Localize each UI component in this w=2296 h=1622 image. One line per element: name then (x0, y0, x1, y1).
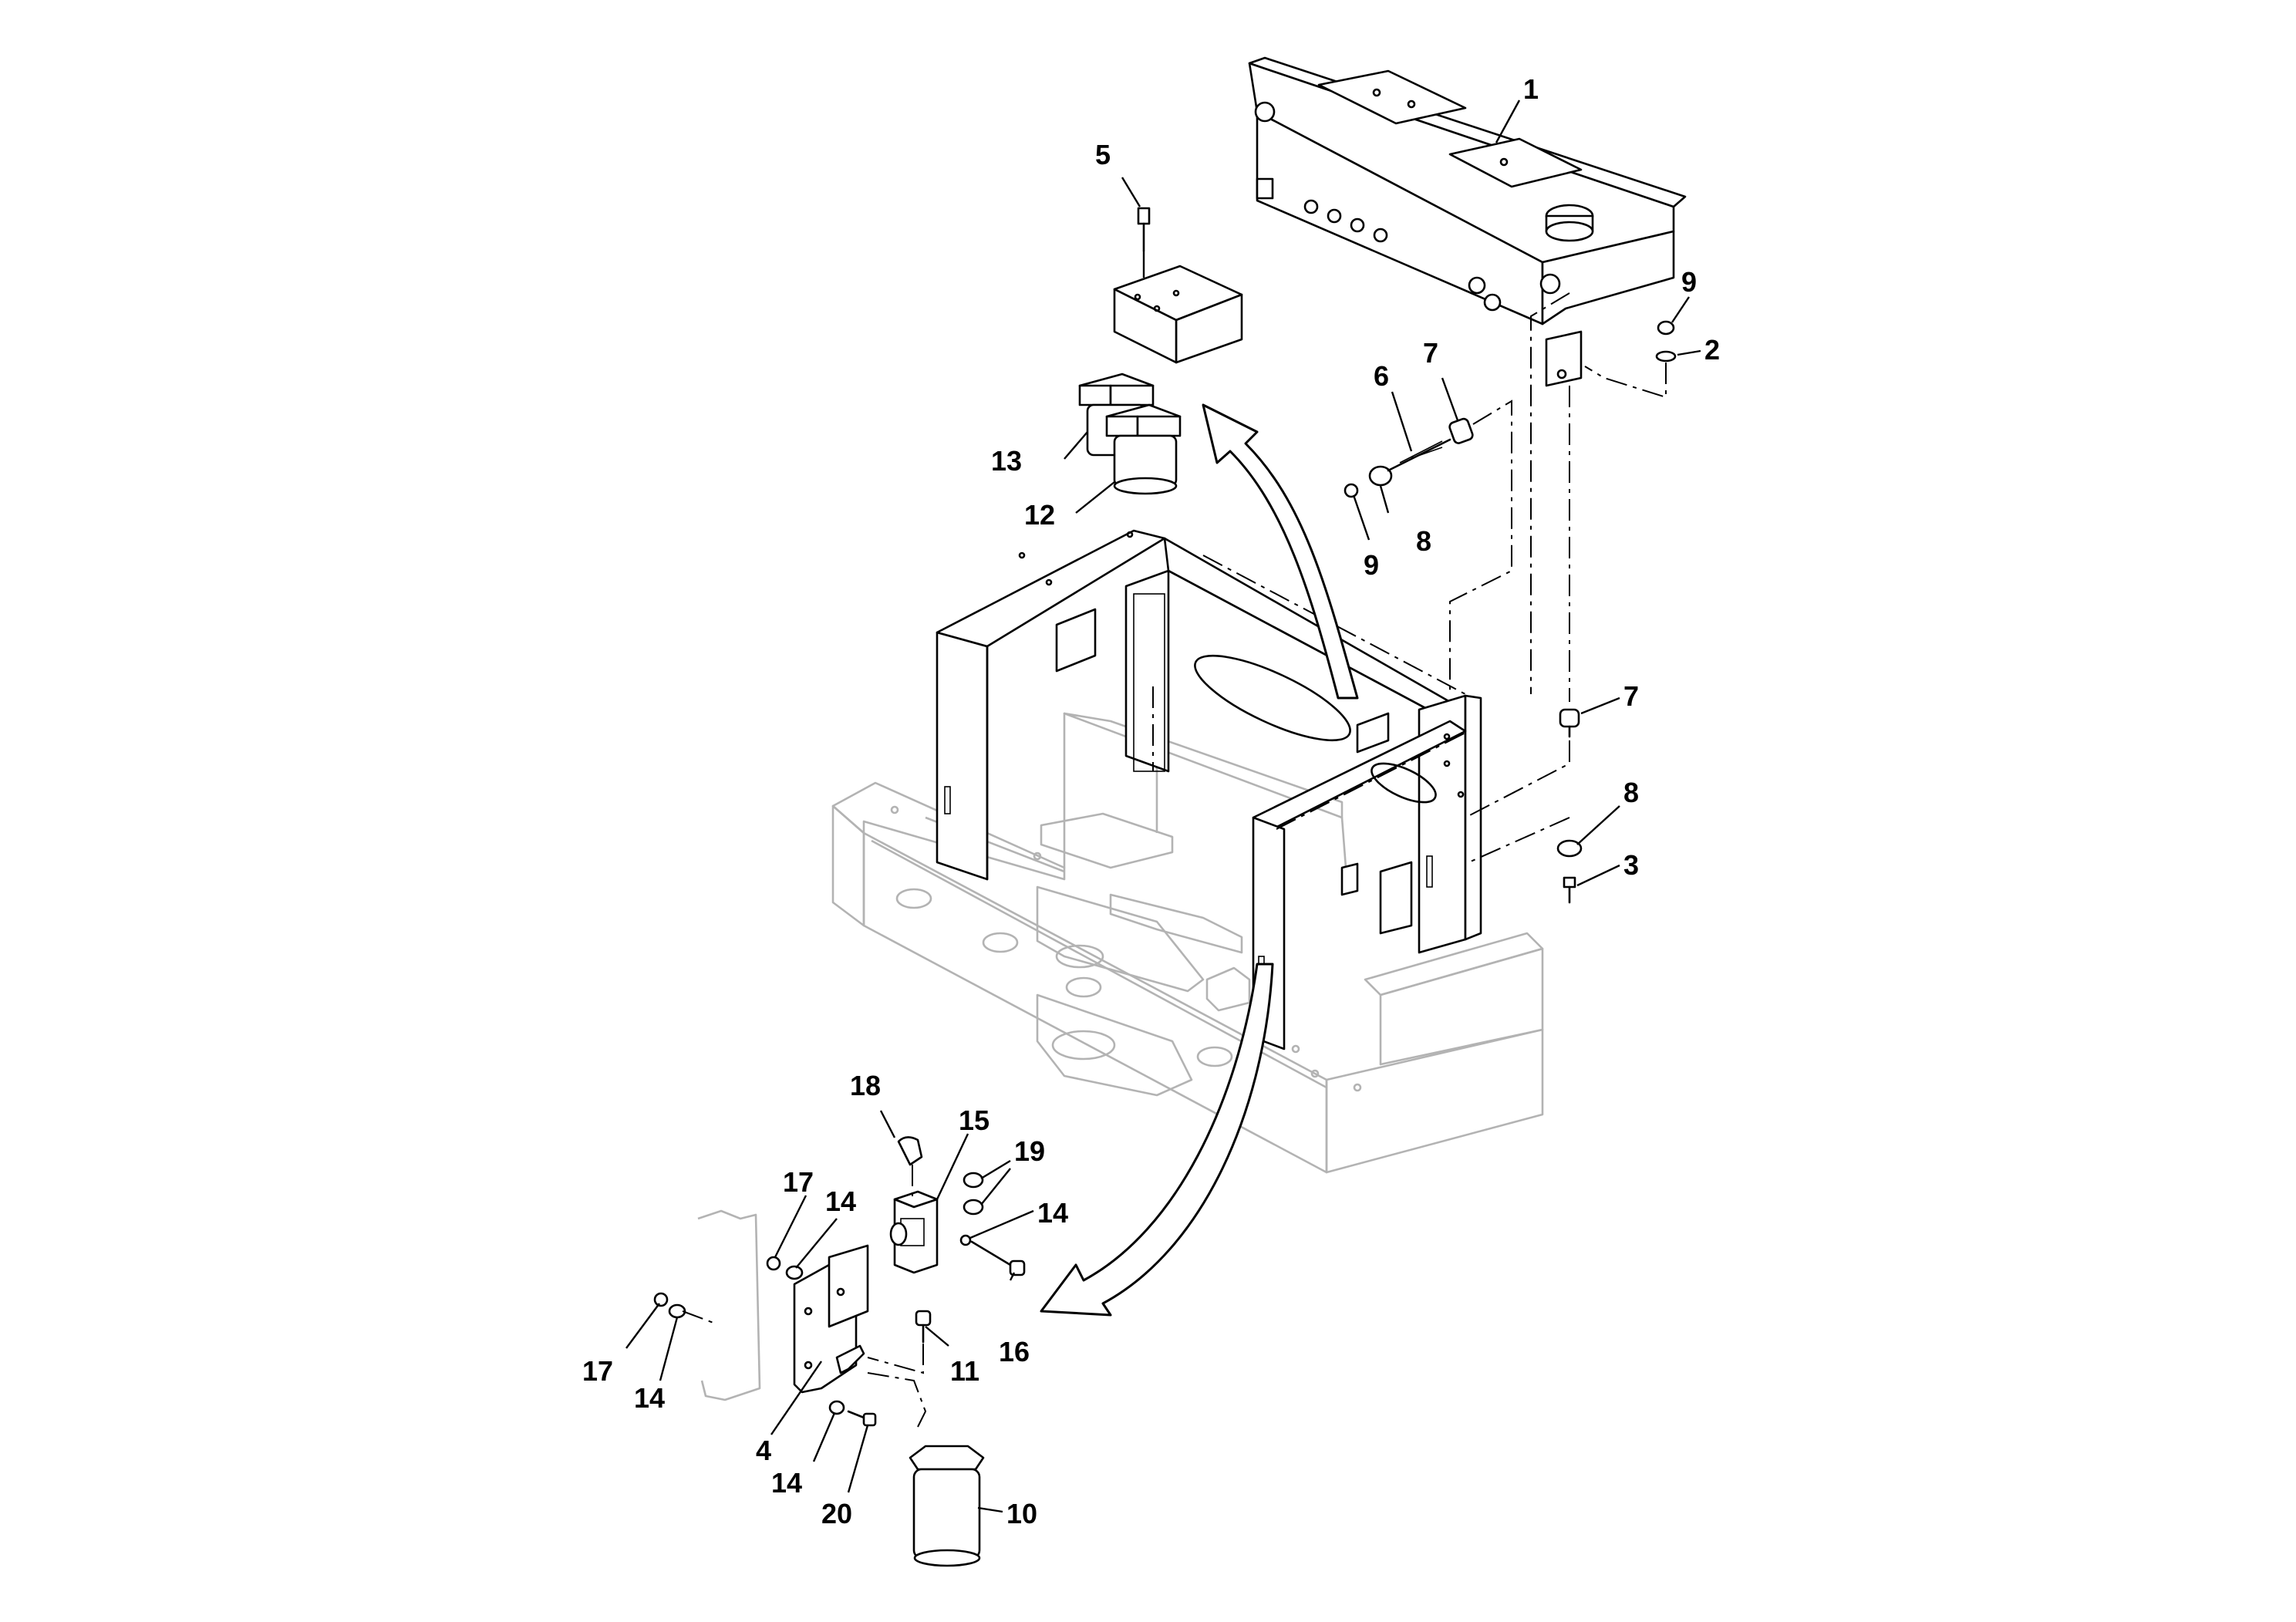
callout-14b: 14 (1037, 1197, 1068, 1229)
mid-fasteners (1344, 292, 1677, 904)
callout-1: 1 (1523, 73, 1539, 105)
callout-8b: 8 (1623, 777, 1639, 808)
callout-9: 9 (1681, 266, 1697, 298)
callout-16: 16 (999, 1336, 1030, 1367)
callout-18: 18 (850, 1070, 881, 1101)
callout-15: 15 (959, 1104, 990, 1136)
callout-6: 6 (1374, 360, 1389, 392)
leader-lines (625, 99, 1701, 1513)
callout-19: 19 (1014, 1135, 1045, 1167)
callout-7: 7 (1423, 337, 1438, 369)
callout-13: 13 (991, 445, 1022, 477)
callout-17a: 17 (783, 1166, 814, 1198)
callout-numbers: 1 2 3 4 5 6 7 7 8 8 9 9 10 11 12 13 14 1… (582, 73, 1720, 1529)
callout-20: 20 (821, 1498, 852, 1529)
filter-head-assembly (1078, 207, 1243, 495)
main-frame (936, 529, 1482, 1050)
callout-17b: 17 (582, 1355, 613, 1387)
callout-3: 3 (1623, 849, 1639, 881)
callout-14c: 14 (634, 1382, 665, 1414)
callout-9b: 9 (1364, 549, 1379, 581)
callout-14d: 14 (771, 1467, 802, 1499)
callout-8: 8 (1416, 525, 1431, 557)
callout-4: 4 (756, 1435, 771, 1466)
callout-arrows (1040, 403, 1359, 1317)
callout-10: 10 (1006, 1498, 1037, 1529)
callout-11: 11 (950, 1355, 979, 1387)
callout-7b: 7 (1623, 680, 1639, 712)
callout-12: 12 (1024, 499, 1055, 531)
base-frame (831, 712, 1544, 1174)
lower-bracket-assembly (653, 1136, 1026, 1567)
callout-14a: 14 (825, 1185, 856, 1217)
tank (1248, 56, 1687, 387)
callout-5: 5 (1095, 139, 1111, 170)
callout-2: 2 (1704, 334, 1720, 366)
